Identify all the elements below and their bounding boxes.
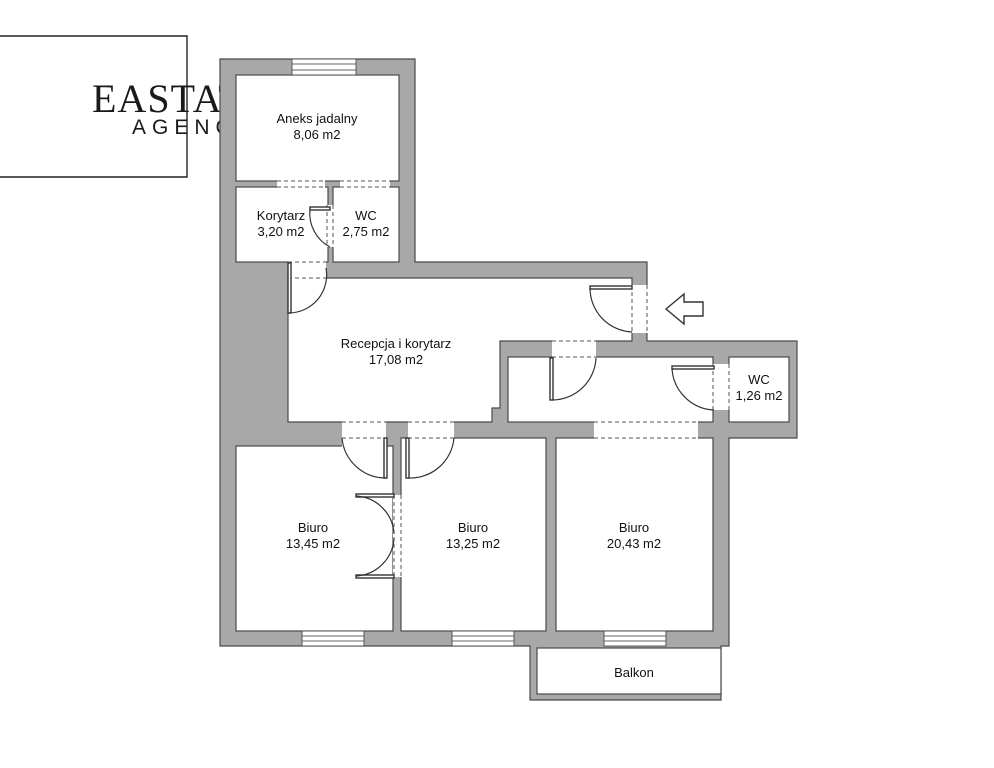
logo-frame: [0, 35, 188, 178]
room-area-korytarz: 3,20 m2: [258, 224, 305, 239]
room-area-wc1: 2,75 m2: [343, 224, 390, 239]
room-floor-wc2: [728, 356, 790, 423]
room-area-aneks: 8,06 m2: [294, 127, 341, 142]
room-name-wc2: WC: [748, 372, 770, 387]
room-floor-biuro2: [400, 437, 547, 632]
doors: [287, 206, 715, 579]
room-floor-biuro3: [555, 437, 714, 632]
entrance-arrow-icon: [664, 292, 704, 326]
room-area-biuro2: 13,25 m2: [446, 536, 500, 551]
room-area-biuro3: 20,43 m2: [607, 536, 661, 551]
windows: [291, 58, 667, 647]
room-labels: Aneks jadalny 8,06 m2 Korytarz 3,20 m2 W…: [257, 111, 783, 680]
room-area-biuro1: 13,45 m2: [286, 536, 340, 551]
room-floor-aneks: [235, 74, 400, 182]
room-floor-korytarz: [235, 186, 329, 263]
room-floor-biuro1: [235, 445, 394, 632]
room-area-wc2: 1,26 m2: [736, 388, 783, 403]
room-name-recepcja: Recepcja i korytarz: [341, 336, 452, 351]
room-name-biuro1: Biuro: [298, 520, 328, 535]
room-name-korytarz: Korytarz: [257, 208, 305, 223]
room-floors: [235, 74, 790, 695]
room-area-recepcja: 17,08 m2: [369, 352, 423, 367]
room-floor-balkon: [536, 647, 722, 695]
room-name-biuro2: Biuro: [458, 520, 488, 535]
room-name-aneks: Aneks jadalny: [277, 111, 358, 126]
room-name-biuro3: Biuro: [619, 520, 649, 535]
room-name-balkon: Balkon: [614, 665, 654, 680]
door-openings: [277, 180, 730, 577]
room-name-wc1: WC: [355, 208, 377, 223]
